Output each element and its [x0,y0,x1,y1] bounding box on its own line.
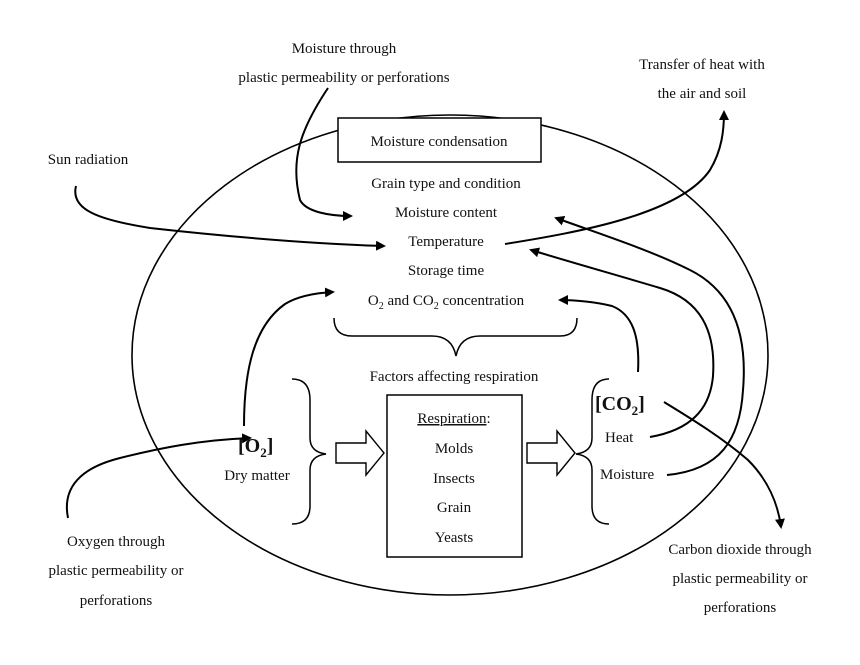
factor-storage-time: Storage time [408,263,485,279]
left-brace [291,378,327,525]
input-block-arrow [335,429,385,477]
o2-to-concentration-arrow [243,287,335,427]
respiration-item-grain: Grain [437,500,472,516]
respiration-item-insects: Insects [433,471,475,487]
respiration-box [386,394,523,558]
carbon-dioxide-line3: perforations [704,600,777,616]
sun-radiation-arrow [74,185,386,251]
heat-transfer-arrow [504,110,729,245]
factors-affecting-label: Factors affecting respiration [370,369,539,385]
moisture-label: Moisture [600,467,655,483]
factor-moisture-content: Moisture content [395,205,498,221]
carbon-dioxide-line2: plastic permeability or [673,571,808,587]
oxygen-inflow-arrow [65,433,252,519]
respiration-item-molds: Molds [435,441,474,457]
carbon-dioxide-line1: Carbon dioxide through [668,542,812,558]
transfer-heat-line1: Transfer of heat with [639,57,765,73]
respiration-item-yeasts: Yeasts [435,530,474,546]
respiration-title: Respiration: [417,411,490,427]
factors-brace [333,317,578,357]
sun-radiation-label: Sun radiation [48,152,129,168]
moisture-to-content-arrow [554,216,745,476]
oxygen-through-line1: Oxygen through [67,534,165,550]
oxygen-through-line3: perforations [80,593,153,609]
moisture-inflow-arrow [295,87,353,221]
co2-bracket-label: [CO2] [595,393,645,418]
moisture-through-line1: Moisture through [292,41,397,57]
moisture-condensation-label: Moisture condensation [370,134,508,150]
moisture-through-line2: plastic permeability or perforations [238,70,449,86]
factor-concentration: O2 and CO2 concentration [368,293,525,312]
dry-matter-label: Dry matter [224,468,289,484]
moisture-condensation-box [337,117,542,163]
co2-outflow-arrow [663,401,785,529]
factor-grain-type: Grain type and condition [371,176,521,192]
co2-to-concentration-arrow [558,295,640,373]
transfer-heat-line2: the air and soil [658,86,747,102]
factor-temperature: Temperature [408,234,484,250]
heat-to-temperature-arrow [529,247,715,438]
heat-label: Heat [605,430,634,446]
storage-ellipse [131,114,769,596]
output-block-arrow [526,429,576,477]
right-brace [575,378,610,525]
oxygen-through-line2: plastic permeability or [49,563,184,579]
